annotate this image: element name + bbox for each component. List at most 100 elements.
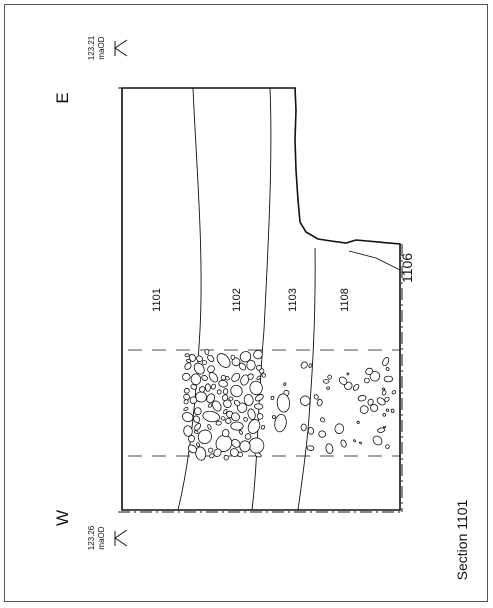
stone [190,373,202,386]
context-label-1108: 1108 [339,288,351,312]
stone [184,362,192,370]
stone [247,419,261,434]
stone [322,379,330,384]
stone [223,455,229,461]
grid-lines [128,349,400,457]
stone [189,353,196,362]
stone [185,358,192,363]
stone [190,384,198,390]
stone [196,355,203,362]
stone [300,423,307,432]
stone [276,393,291,413]
stone [319,417,326,423]
stone [194,422,202,431]
stone [256,364,262,371]
stone [199,386,206,393]
stone [308,363,313,368]
stone [334,423,345,434]
stone [231,357,241,367]
stone [382,357,390,367]
stone [193,407,202,416]
stone [247,373,254,380]
east-datum-marker [114,39,128,57]
stone [352,383,360,391]
stone [238,362,247,371]
stone [239,440,251,453]
stone [206,393,216,404]
stone [231,372,241,382]
stone [383,425,386,429]
stone [183,387,190,394]
stone [202,410,220,423]
stone [212,400,222,412]
context-label-1102: 1102 [231,288,243,312]
stone [189,396,198,404]
stone [391,390,397,395]
stone [390,408,395,413]
stone [353,439,356,443]
stone [246,359,256,371]
stone [283,382,287,386]
stone [313,394,319,400]
stone [256,375,261,381]
stone [213,448,222,457]
east-label: E [53,92,72,103]
stone [218,379,228,388]
stone [231,412,240,422]
stone [340,439,347,448]
stone [372,435,383,446]
stone [247,408,256,420]
stone [230,421,244,431]
stone [239,351,252,363]
context-label-1101: 1101 [151,288,163,312]
stone [207,354,215,362]
stone [381,387,386,391]
stone [215,420,222,426]
stone [254,403,264,410]
stone [183,399,189,405]
stone [370,403,379,412]
stone [221,394,229,402]
stone [256,413,264,420]
stone [220,416,226,421]
stone [359,405,369,414]
stone [237,451,243,458]
context-label-1103: 1103 [287,288,299,312]
stone [230,354,236,360]
stone [316,398,323,407]
section-outline [121,87,401,511]
stone [385,367,390,371]
stone [184,353,190,358]
stone [381,390,387,396]
stone [183,393,190,401]
stone [253,349,263,360]
stone [326,386,330,390]
stone [225,417,232,424]
stone [382,412,387,417]
stone [385,444,390,449]
stone [221,429,230,438]
stone [365,367,374,376]
stone [183,425,193,437]
stone [207,365,215,373]
stone [356,420,360,424]
context-label-1106: 1106 [399,253,415,283]
stone [327,374,333,380]
stone [193,415,201,423]
stones-1108 [299,357,397,454]
stone [238,430,243,435]
stone [230,384,243,398]
stone [359,441,362,445]
stone [231,439,241,448]
stone [249,380,263,396]
stone [240,374,250,386]
west-datum-marker [114,529,128,547]
stone [243,394,254,406]
stone [385,408,390,412]
stone [271,415,276,419]
stone [325,443,334,454]
west-label: W [53,510,72,526]
stone [274,413,287,433]
west-datum-unit: maOD [97,526,106,549]
